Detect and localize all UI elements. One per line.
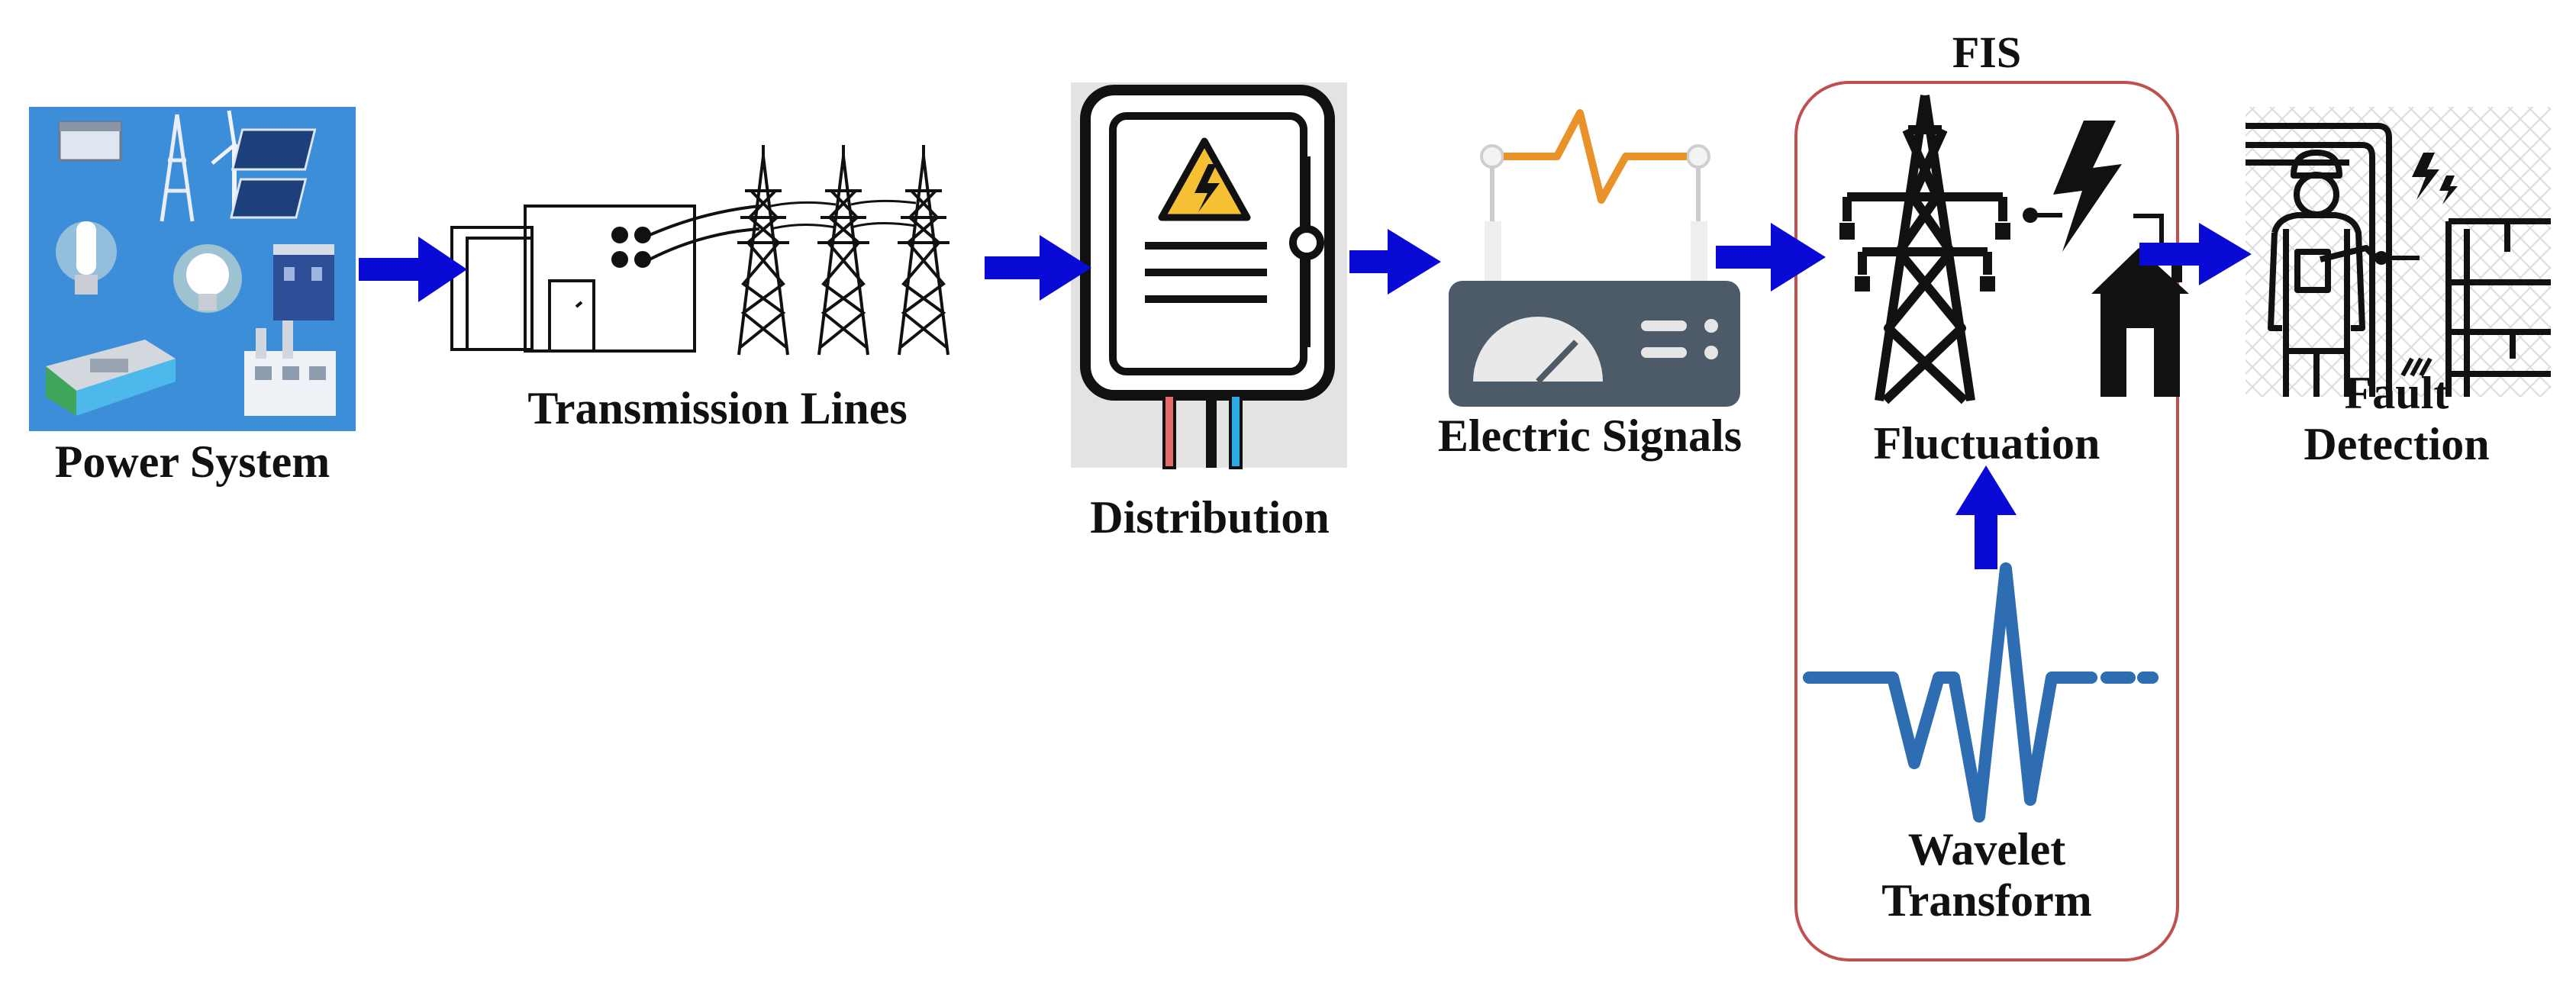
fault-detection-label: Fault Detection bbox=[2244, 368, 2549, 470]
wavelet-label-line2: Transform bbox=[1881, 875, 2092, 926]
fault-label-line2: Detection bbox=[2304, 419, 2490, 470]
arrow-transmission-to-distribution bbox=[985, 235, 1091, 301]
distribution-label: Distribution bbox=[1090, 492, 1330, 543]
power-system-label: Power System bbox=[54, 436, 330, 487]
fault-label-line1: Fault bbox=[2344, 368, 2449, 418]
fluctuation-label: Fluctuation bbox=[1873, 418, 2100, 469]
transmission-lines-label: Transmission Lines bbox=[527, 383, 908, 433]
wavelet-transform-label: Wavelet Transform bbox=[1796, 824, 2178, 926]
arrow-fis-to-fault-detection bbox=[2139, 223, 2252, 285]
arrow-wavelet-to-fluctuation bbox=[1955, 465, 2017, 569]
wavelet-waveform-icon bbox=[1803, 562, 2158, 823]
electric-signals-label: Electric Signals bbox=[1437, 411, 1743, 461]
arrow-signals-to-fis bbox=[1716, 223, 1826, 291]
transmission-towers-icon bbox=[450, 143, 951, 356]
distribution-panel-icon bbox=[1071, 82, 1347, 469]
technician-fault-icon bbox=[2246, 107, 2551, 397]
signal-meter-icon bbox=[1449, 109, 1740, 407]
power-system-collage-icon bbox=[29, 107, 356, 431]
arrow-distribution-to-signals bbox=[1349, 229, 1441, 295]
wavelet-label-line1: Wavelet bbox=[1907, 824, 2066, 874]
tower-lightning-house-icon bbox=[1839, 95, 2189, 404]
fis-title: FIS bbox=[1952, 27, 2022, 77]
arrow-power-to-transmission bbox=[359, 237, 467, 302]
